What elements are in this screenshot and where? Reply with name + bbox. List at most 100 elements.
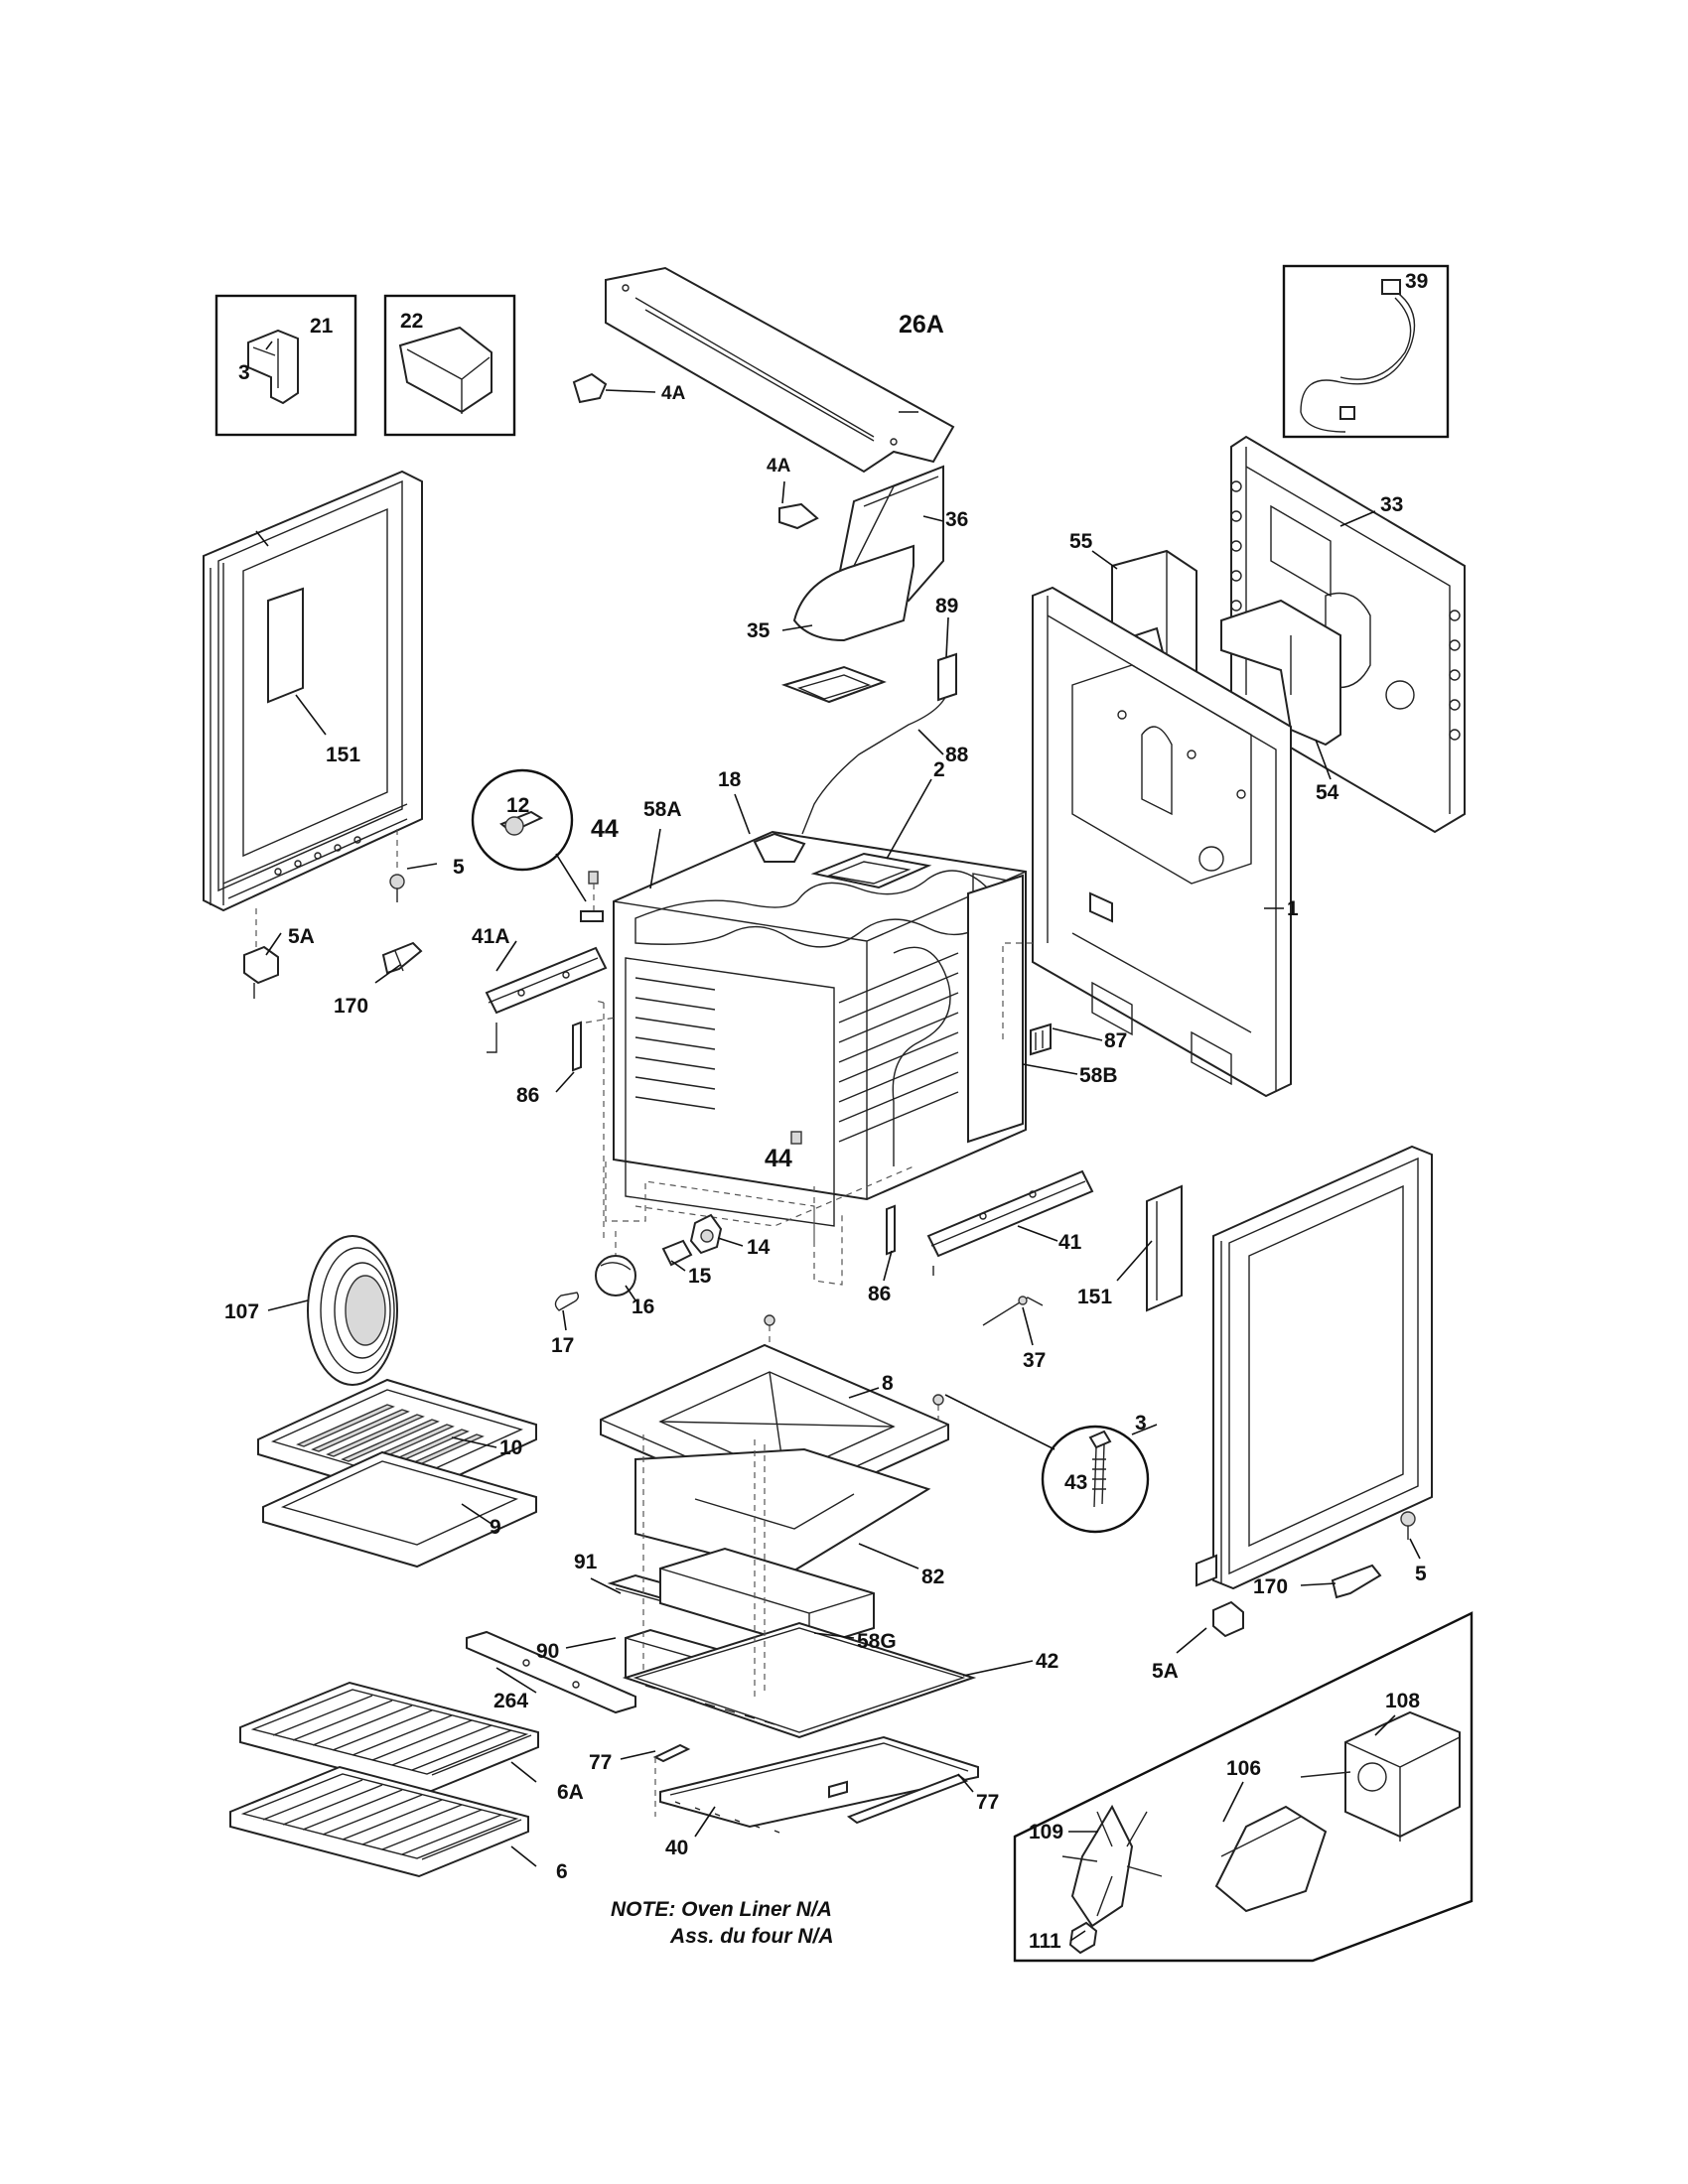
label-9: 9 [490,1516,501,1539]
label-41A: 41A [472,925,510,948]
part-15-bulb [661,1239,693,1267]
part-35-plate [780,665,887,704]
part-43-circle [944,1394,1150,1534]
part-5-right-screw [1400,1511,1416,1540]
part-6-rack [229,1765,529,1878]
label-4A-a: 4A [661,383,686,404]
label-87: 87 [1104,1029,1127,1052]
part-86-a [572,1021,582,1072]
label-1: 1 [1287,897,1299,920]
label-151-right: 151 [1077,1286,1112,1308]
label-58B: 58B [1079,1064,1118,1087]
part-18-bracket [753,832,806,863]
label-88: 88 [945,744,969,766]
label-5-right: 5 [1415,1563,1427,1585]
convection-fan-inset [1013,1611,1474,1963]
label-35: 35 [747,619,771,642]
label-5A-right: 5A [1152,1660,1179,1683]
part-41A-rail [485,946,608,1053]
part-77-b [846,1773,969,1825]
part-82 [634,1447,931,1575]
part-151-right [1146,1184,1183,1312]
label-12: 12 [506,794,529,817]
label-5-left: 5 [453,856,465,879]
label-4A-b: 4A [767,456,791,477]
part-86-b [886,1204,896,1256]
label-82: 82 [921,1566,944,1588]
part-44-a [588,871,599,885]
inset-39 [1282,264,1450,439]
label-8: 8 [882,1372,894,1395]
part-8-screw [764,1314,775,1326]
part-2-plate [810,852,932,889]
part-40-panel [659,1735,979,1834]
note-line-1: NOTE: Oven Liner N/A [611,1898,832,1921]
part-10-broiler-grid [257,1378,537,1501]
inset-22 [383,294,516,437]
part-26A [605,266,955,474]
part-5A-left-hinge [243,945,279,999]
label-22: 22 [400,310,423,333]
part-42-tray [622,1621,977,1739]
label-16: 16 [632,1296,654,1318]
part-87-connector [1030,1023,1052,1056]
label-10: 10 [499,1436,522,1459]
part-264 [466,1630,636,1714]
part-16-lens [595,1255,636,1297]
label-58A: 58A [643,798,682,821]
part-1-side-panel [1032,586,1292,1098]
label-43: 43 [1064,1471,1087,1494]
label-14: 14 [747,1236,771,1259]
label-18: 18 [718,768,742,791]
label-107: 107 [224,1300,259,1323]
part-58A-cavity [613,830,1027,1201]
label-86-a: 86 [516,1084,539,1107]
label-91: 91 [574,1551,598,1573]
label-44-b: 44 [765,1145,792,1172]
label-54: 54 [1316,781,1339,804]
label-2: 2 [933,758,945,781]
label-77-a: 77 [589,1751,612,1774]
label-6A: 6A [557,1781,584,1804]
label-151-left: 151 [326,744,360,766]
part-12-circle [471,768,587,902]
label-33: 33 [1380,493,1403,516]
label-15: 15 [688,1265,712,1288]
part-4A-a [572,372,608,404]
part-107-fan-cover [307,1235,398,1386]
label-36: 36 [945,508,968,531]
part-89-sensor [801,652,957,835]
label-40: 40 [665,1837,688,1859]
part-77-a [652,1743,691,1763]
label-55: 55 [1069,530,1093,553]
note-line-2: Ass. du four N/A [669,1925,834,1948]
label-42: 42 [1036,1650,1058,1673]
part-3-right-door [1196,1145,1433,1590]
label-264: 264 [493,1690,528,1712]
label-44-a: 44 [591,815,619,843]
part-44-b [790,1131,802,1145]
label-17: 17 [551,1334,574,1357]
label-170-right: 170 [1253,1575,1288,1598]
label-170-left: 170 [334,995,368,1018]
part-58B-insulation [967,874,1024,1144]
part-14-socket [689,1213,723,1255]
part-54 [1220,599,1341,747]
part-9-broiler-pan [262,1450,537,1569]
label-58G: 58G [857,1630,897,1653]
part-12-fitting [580,910,604,922]
label-90: 90 [536,1640,559,1663]
part-36-duct [792,465,944,642]
label-109: 109 [1029,1821,1063,1843]
part-4A-b [778,502,819,530]
oven-racks-dashed [595,952,959,1291]
part-170-right [1331,1564,1382,1599]
label-3-left: 3 [238,361,250,384]
part-37-wire [982,1296,1044,1326]
part-8-screw-b [932,1394,944,1406]
part-5-left-screw [389,874,405,902]
part-170-left [381,941,423,975]
part-41-rail [926,1169,1094,1276]
label-37: 37 [1023,1349,1046,1372]
